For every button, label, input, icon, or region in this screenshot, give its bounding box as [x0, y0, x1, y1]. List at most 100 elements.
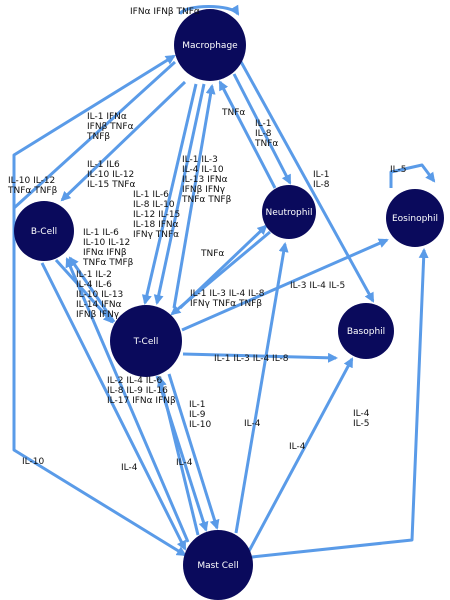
node-circle-macrophage: [174, 9, 246, 81]
node-circle-tcell: [110, 305, 182, 377]
edge-label-line: IL-4: [121, 463, 138, 473]
node-label-mastcell: Mast Cell: [197, 561, 238, 571]
edge-mast-baso: [246, 357, 354, 554]
edge-label-bcell-mast: IL-10: [22, 457, 44, 467]
node-label-bcell: B-Cell: [31, 227, 57, 237]
edge-label-line: TNFα: [200, 249, 224, 259]
edge-mac-bcell: [60, 80, 187, 202]
edge-label-line: IL-4 IL-6: [76, 280, 112, 290]
edge-label-line: IFNβ IFNγ: [76, 310, 120, 320]
edge-label-mast-bcell: IL-4: [121, 463, 138, 473]
edge-label-line: TNFα: [254, 139, 278, 149]
node-circle-basophil: [338, 303, 394, 359]
edge-bcell-mac: [12, 54, 176, 215]
edge-label-line: IL-4: [176, 458, 193, 468]
edge-label-tcell-eos: IL-3 IL-4 IL-5: [290, 281, 345, 291]
node-basophil: Basophil: [338, 303, 394, 359]
edge-label-line: IL-1: [313, 170, 329, 180]
edge-label-line: IL-10 IL-12: [87, 170, 134, 180]
edge-label-line: IFNα IFNβ: [83, 248, 127, 258]
edge-bcell-tcell: [54, 258, 114, 324]
node-bcell: B-Cell: [14, 201, 74, 261]
node-label-tcell: T-Cell: [133, 337, 159, 347]
edge-label-line: IL-13 IFNα: [182, 175, 228, 185]
edge-neut-mac: [218, 80, 277, 189]
edge-label-mast-tcell: IL-4: [176, 458, 193, 468]
edge-label-line: IL-1: [255, 119, 271, 129]
edge-label-line: TNFα TMFβ: [82, 258, 134, 268]
edge-mac-self: [178, 4, 240, 16]
edge-eos-self: [389, 163, 436, 188]
edge-tcell-neut: [178, 224, 268, 310]
edge-label-line: IL-5: [353, 419, 369, 429]
edges-layer: [12, 4, 436, 559]
edge-mast-eos: [251, 248, 429, 559]
edge-label-line: IL-1 IL-3 IL-4 IL-8: [190, 289, 265, 299]
edge-label-eos-self: IL-5: [390, 165, 406, 175]
node-macrophage: Macrophage: [174, 9, 246, 81]
edge-tcell-baso: [182, 352, 338, 363]
edge-label-tcell-baso: IL-1 IL-3 IL-4 IL-8: [214, 354, 289, 364]
edge-tcell-eos: [181, 238, 389, 332]
edge-label-line: IL-1 IL6: [87, 160, 120, 170]
edge-mac-neut: [232, 73, 292, 185]
edge-mac-baso: [238, 59, 375, 303]
edge-mast-bcell: [65, 257, 190, 543]
edge-label-line: IFNα IFNβ TNFα: [130, 7, 200, 17]
node-circle-eosinophil: [386, 189, 444, 247]
edge-label-line: IL-12 IL-15: [133, 210, 180, 220]
edge-label-line: IFNβ TNFα: [87, 122, 134, 132]
edge-mac-tcell: [141, 83, 198, 305]
edge-label-line: IL-1 IL-6: [133, 190, 169, 200]
node-eosinophil: Eosinophil: [386, 189, 444, 247]
edge-label-line: IL-10 IL-13: [76, 290, 123, 300]
edge-label-mac-self: IFNα IFNβ TNFα: [130, 7, 200, 17]
edge-mast-tcell: [157, 376, 200, 536]
edge-label-line: IL-1 IL-6: [83, 228, 119, 238]
edge-label-line: IL-4: [289, 442, 306, 452]
edge-label-line: IL-18 IFNα: [133, 220, 179, 230]
edge-tcell-mac: [172, 84, 216, 309]
edge-label-line: IFNγ TNFα TNFβ: [190, 299, 262, 309]
edge-label-line: IFNβ IFNγ: [182, 185, 226, 195]
edge-label-line: IL-2 IL-4 IL-6: [107, 376, 162, 386]
edge-label-line: IL-3 IL-4 IL-5: [290, 281, 345, 291]
edge-label-line: TNFα TNFβ: [7, 186, 58, 196]
node-label-basophil: Basophil: [347, 327, 385, 337]
edge-label-line: IL-10: [22, 457, 44, 467]
node-circle-neutrophil: [262, 185, 316, 239]
edge-mast-neut: [234, 242, 289, 534]
edge-label-line: IL-8 IL-9 IL-16: [107, 386, 168, 396]
node-circle-mastcell: [183, 530, 253, 600]
edge-label-mast-neut: IL-4: [244, 419, 261, 429]
edge-label-line: IL-1 IL-3 IL-4 IL-8: [214, 354, 289, 364]
edge-label-line: IL-8 IL-10: [133, 200, 175, 210]
edge-label-line: IL-10: [189, 420, 211, 430]
edge-label-line: IL-1: [189, 400, 205, 410]
edge-label-line: IFNγ TNFα: [133, 230, 179, 240]
node-neutrophil: Neutrophil: [262, 185, 316, 239]
node-circle-bcell: [14, 201, 74, 261]
edge-label-line: IL-4 IL-10: [182, 165, 224, 175]
edge-mac-mast: [12, 60, 187, 557]
edge-mac-tcell2: [153, 83, 206, 305]
edge-label-line: IL-15 TNFα: [87, 180, 135, 190]
edge-label-line: IL-4: [353, 409, 370, 419]
edge-tcell-mast2: [167, 373, 220, 530]
node-mastcell: Mast Cell: [183, 530, 253, 600]
edge-label-line: TNFα: [221, 108, 245, 118]
edge-tcell-bcell: [68, 256, 116, 323]
edge-label-line: IL-14 IFNα: [76, 300, 122, 310]
